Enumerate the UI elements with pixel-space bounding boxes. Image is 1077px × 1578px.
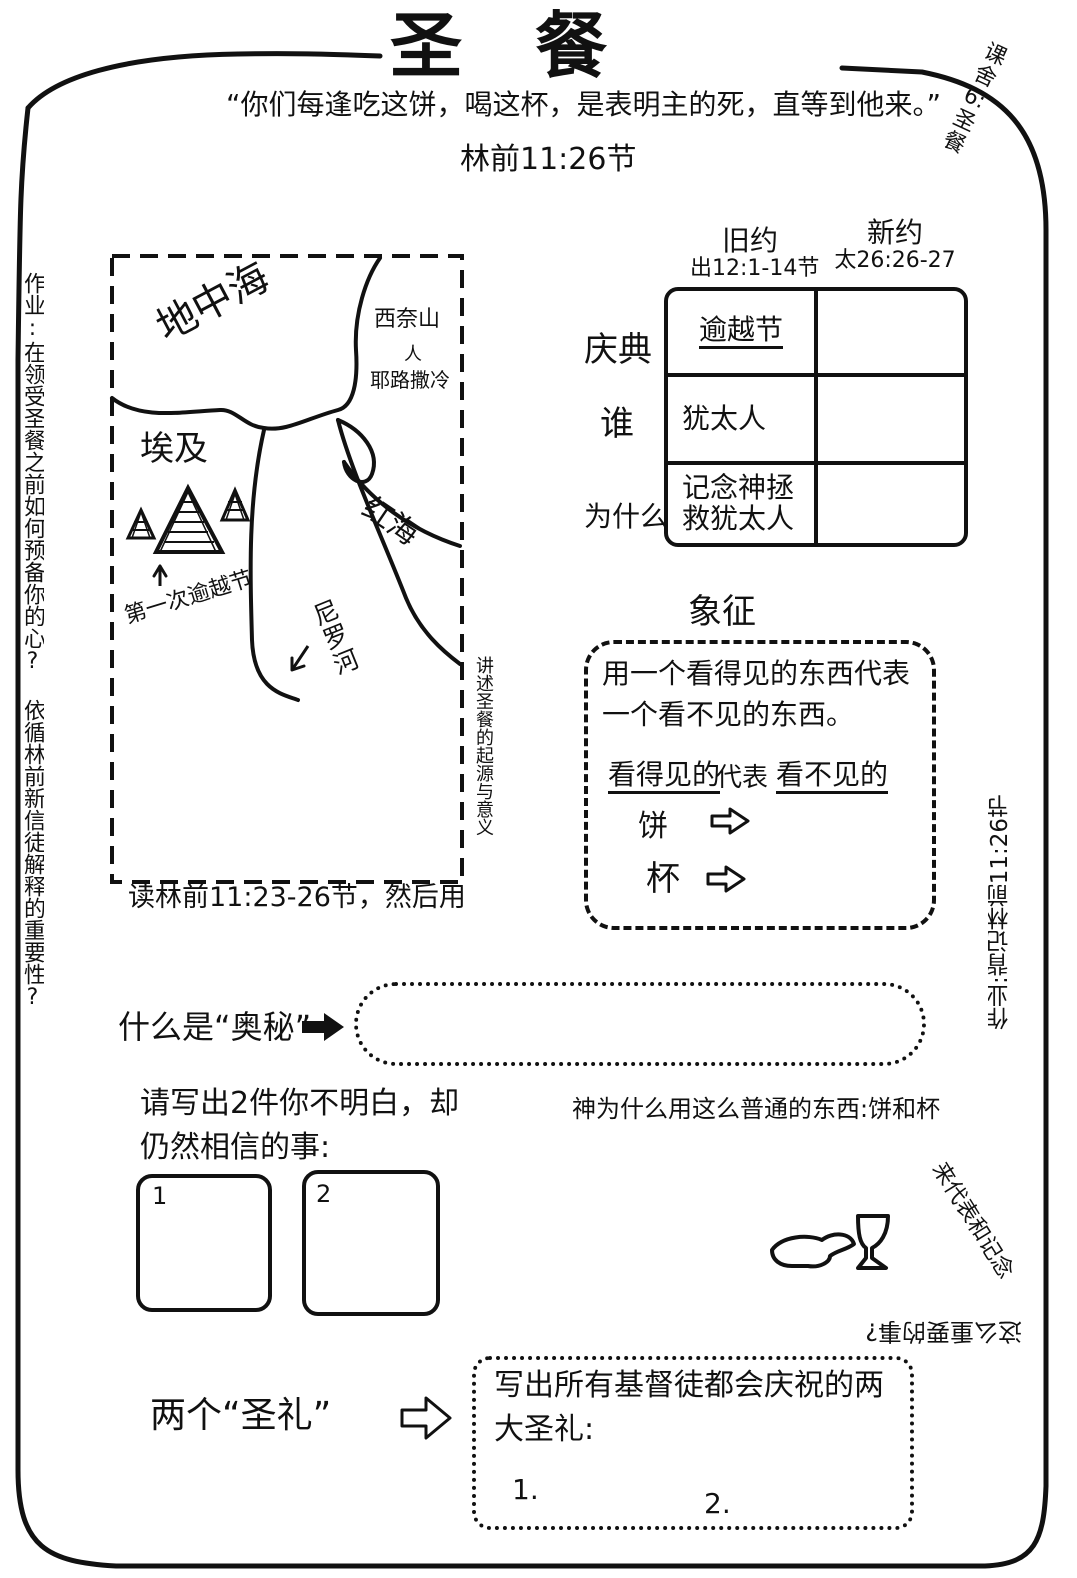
common-things-curve-text: 来代表和记念 [926,1158,1018,1284]
homework-right: 作业:背记林前11:26节 [988,794,1013,1030]
unknown-thing-box-1[interactable] [136,1174,272,1312]
comparison-cell-old-festival-text: 逾越节 [698,314,783,350]
comparison-cell-new-who[interactable] [818,377,964,465]
symbol-cup-label: 杯 [646,859,680,899]
scripture-reference: 林前11:26节 [460,142,637,177]
map-sinai-label: 西奈山 [374,307,441,332]
arrow-right-icon [710,807,750,835]
map-side-text: 讲述圣餐的起源与意义 [473,656,494,836]
homework-left: 作业:在领受圣餐之前如何预备你的心? 依循林前新信徒解释的重要性? [20,272,44,1010]
read-instruction: 读林前11:23-26节，然后用上图讲述圣餐的起源 [128,882,466,913]
unknown-thing-box-1-label: 1 [152,1182,168,1210]
symbol-represents-label: 代表 [716,763,769,793]
sacraments-answer-box[interactable] [472,1356,914,1530]
comparison-cell-old-why: 记念神拯救犹太人 [668,465,818,543]
map-egypt-label: 埃及 [140,429,208,469]
common-things-prompt: 神为什么用这么普通的东西:饼和杯 [572,1095,941,1123]
cup-icon [856,1214,890,1270]
unknown-thing-box-2-label: 2 [316,1180,332,1208]
sacraments-prompt: 写出所有基督徒都会庆祝的两大圣礼: [494,1368,884,1447]
symbol-box [584,640,936,930]
map-first-passover-label: 第一次逾越节 [121,566,256,629]
arrow-right-icon [706,865,746,893]
comparison-new-header: 新约 太26:26-27 [830,216,960,273]
filled-arrow-right-icon [302,1013,344,1041]
comparison-row-label-festival: 庆典 [584,330,652,370]
comparison-old-reference: 出12:1-14节 [690,255,820,281]
comparison-cell-old-festival: 逾越节 [668,291,818,377]
comparison-new-title: 新约 [866,216,923,249]
comparison-old-header: 旧约 出12:1-14节 [690,224,820,281]
symbol-visible-label: 看得见的 [608,759,721,794]
symbol-invisible-label: 看不见的 [776,759,889,794]
comparison-table: 逾越节 犹太人 记念神拯救犹太人 [664,287,968,547]
map-mediterranean-label: 地中海 [149,253,277,351]
sacraments-label: 两个“圣礼” [150,1395,332,1436]
comparison-row-label-who: 谁 [600,404,634,444]
mystery-answer-box[interactable] [354,982,926,1066]
sacrament-item-1: 1. [512,1473,539,1506]
unknown-thing-box-2[interactable] [302,1170,440,1316]
comparison-cell-new-why[interactable] [818,465,964,543]
map-red-sea-label: 红海 [355,490,425,553]
comparison-cell-old-why-text: 记念神拯救犹太人 [682,471,795,535]
map-nile-label: 尼罗河 [309,594,363,680]
comparison-old-title: 旧约 [721,224,778,257]
comparison-new-reference: 太26:26-27 [834,247,956,273]
common-things-tail-text: 这么重要的事? [865,1317,1022,1346]
comparison-cell-old-who-text: 犹太人 [682,401,767,435]
symbol-bread-label: 饼 [638,809,668,844]
comparison-cell-new-festival[interactable] [818,291,964,377]
comparison-cell-old-who: 犹太人 [668,377,818,465]
arrow-right-icon [400,1396,452,1440]
symbol-definition: 用一个看得见的东西代表一个看不见的东西。 [602,657,911,731]
sacrament-item-2: 2. [704,1487,731,1520]
scripture-quote: “你们每逢吃这饼，喝这杯，是表明主的死，直等到他来。” [226,88,942,121]
page-title: 圣 餐 [390,4,632,88]
unknown-things-prompt: 请写出2件你不明白，却仍然相信的事: [140,1086,460,1165]
map-jerusalem-label: 耶路撒冷 [370,368,450,392]
symbol-title: 象征 [688,592,756,632]
comparison-row-label-why: 为什么 [584,500,669,533]
bread-icon [770,1232,856,1269]
mystery-label: 什么是“奥秘” [118,1008,312,1046]
map-people-label: 人 [404,344,422,365]
